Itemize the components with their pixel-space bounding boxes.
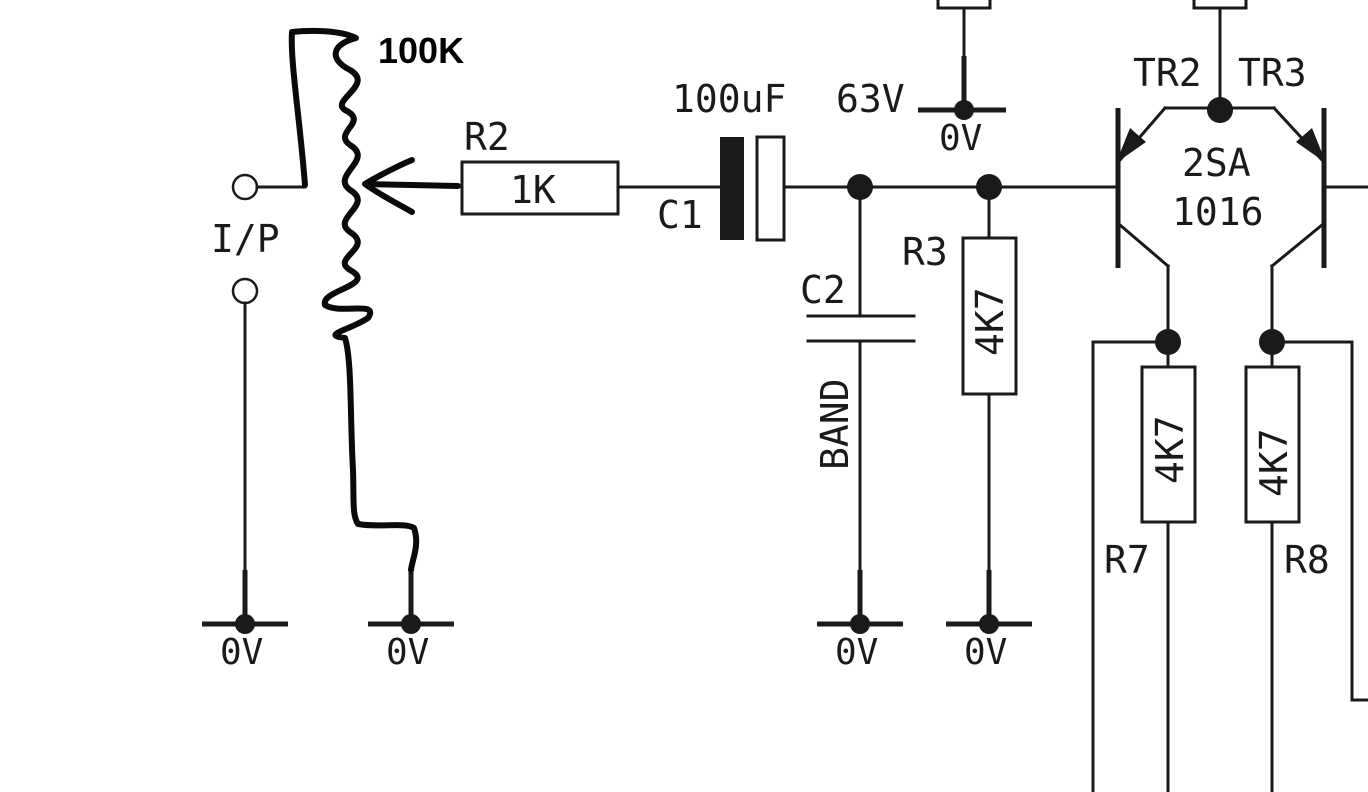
r2-name-label: R2 bbox=[464, 115, 510, 159]
resistor-r2 bbox=[460, 160, 722, 216]
ground-label: 0V bbox=[964, 632, 1007, 673]
tr3-label: TR3 bbox=[1238, 51, 1307, 95]
r7-name-label: R7 bbox=[1104, 538, 1150, 582]
input-terminal-top bbox=[231, 173, 307, 201]
ground-label: 0V bbox=[220, 632, 263, 673]
r7-value-label: 4K7 bbox=[1148, 415, 1192, 484]
ground-symbol-c1: 0V bbox=[918, 56, 1006, 159]
input-label: I/P bbox=[211, 217, 280, 261]
r3-value-label: 4K7 bbox=[968, 287, 1012, 356]
resistor-r7 bbox=[1091, 329, 1197, 792]
capacitor-c1 bbox=[720, 135, 1120, 242]
transistor-part-line1: 2SA bbox=[1182, 141, 1251, 185]
r8-name-label: R8 bbox=[1284, 538, 1330, 582]
potentiometer bbox=[288, 27, 461, 573]
ground-label: 0V bbox=[939, 118, 982, 159]
capacitor-c2 bbox=[806, 174, 916, 574]
tr2-label: TR2 bbox=[1133, 51, 1202, 95]
resistor-r3 bbox=[961, 174, 1018, 574]
c1-name-label: C1 bbox=[657, 193, 703, 237]
transistor-part-line2: 1016 bbox=[1172, 190, 1264, 234]
ground-label: 0V bbox=[386, 632, 429, 673]
emitter-arrow-icon bbox=[1296, 128, 1326, 163]
r3-name-label: R3 bbox=[902, 230, 948, 274]
ground-symbol-c2: 0V bbox=[817, 570, 903, 673]
c1-voltage-label: 63V bbox=[836, 77, 905, 121]
top-component-stub-right bbox=[1192, 0, 1248, 110]
emitter-arrow-icon bbox=[1116, 128, 1146, 163]
pot-value-label: 100K bbox=[378, 30, 464, 71]
c2-note-label: BAND bbox=[813, 378, 857, 470]
r2-value-label: 1K bbox=[510, 168, 556, 212]
r8-value-label: 4K7 bbox=[1252, 428, 1296, 497]
c1-value-label: 100uF bbox=[672, 77, 786, 121]
ground-label: 0V bbox=[835, 632, 878, 673]
ground-symbol-input: 0V bbox=[202, 570, 288, 673]
resistor-r8 bbox=[1244, 329, 1368, 702]
c2-name-label: C2 bbox=[800, 268, 846, 312]
emitter-junction bbox=[1163, 97, 1276, 123]
ground-symbol-r3: 0V bbox=[946, 570, 1032, 673]
input-terminal-bottom bbox=[231, 277, 259, 624]
top-component-stub-left bbox=[936, 0, 992, 62]
wiper-arrow-icon bbox=[362, 157, 461, 215]
ground-symbol-pot: 0V bbox=[368, 570, 454, 673]
